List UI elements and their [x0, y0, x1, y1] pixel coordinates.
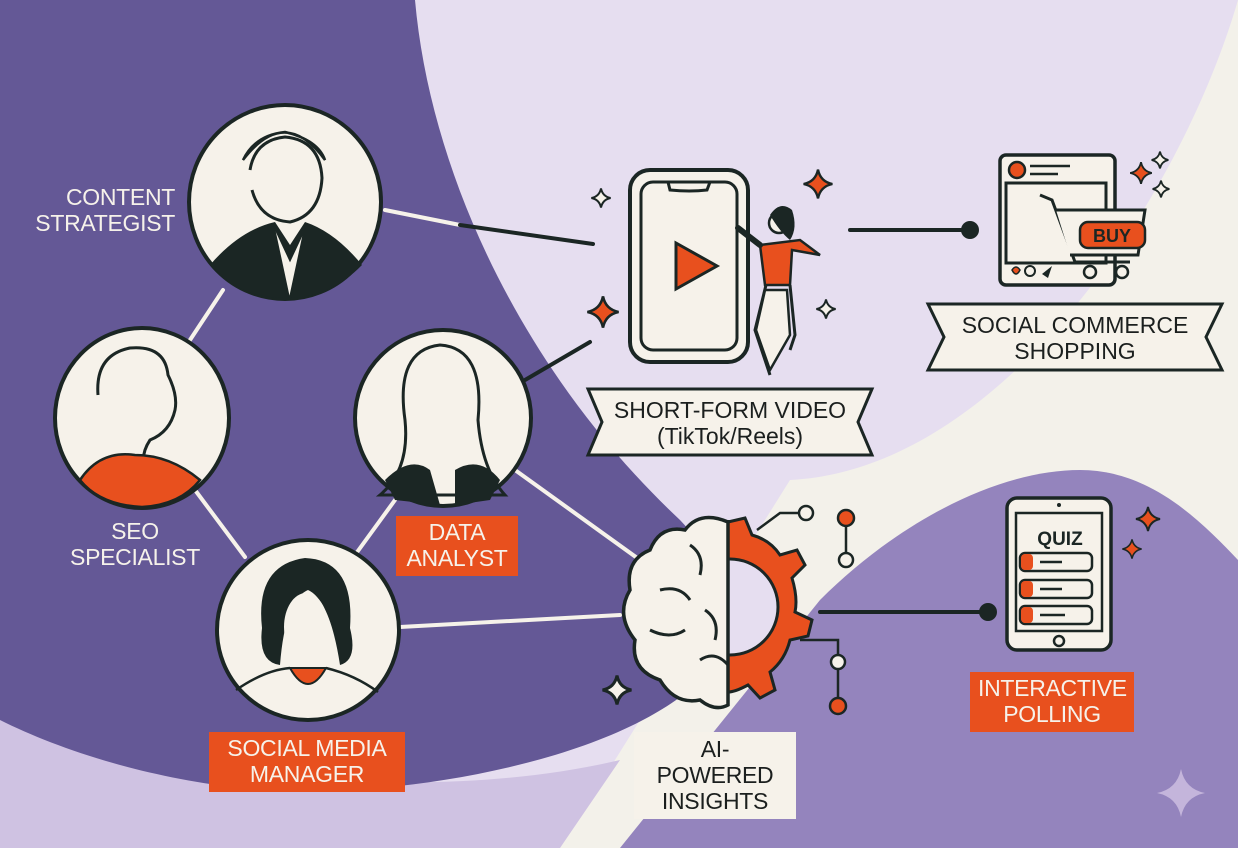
label-line: SHORT-FORM VIDEO	[613, 397, 847, 423]
label-line: CONTENT	[65, 184, 175, 210]
turtleneck-icon	[78, 453, 202, 509]
quiz-option[interactable]	[1018, 551, 1094, 573]
role-label-social-media-manager: SOCIAL MEDIA MANAGER	[209, 732, 405, 792]
background-pale-purple	[0, 700, 620, 848]
quiz-option[interactable]	[1018, 604, 1094, 626]
trend-label-ai-insights: AI-POWERED INSIGHTS	[634, 732, 796, 820]
role-label-seo-specialist: SEO SPECIALIST	[60, 518, 210, 571]
avatar-social-media-manager[interactable]	[215, 538, 401, 722]
banner-text: SHORT-FORM VIDEO (TikTok/Reels)	[588, 397, 872, 450]
label-line: SPECIALIST	[70, 543, 200, 570]
trend-label-interactive-polling: INTERACTIVE POLLING	[970, 672, 1134, 732]
avatar-data-analyst[interactable]	[353, 328, 533, 508]
label-line: SEO	[111, 518, 159, 544]
comment-icon	[1024, 265, 1036, 277]
label-line: STRATEGIST	[35, 209, 175, 236]
label-line: MANAGER	[249, 760, 365, 787]
connector-dot	[961, 221, 979, 239]
trend-connectors	[458, 223, 987, 614]
role-label-content-strategist: CONTENT STRATEGIST	[25, 184, 175, 237]
tablet-quiz-icon[interactable]: QUIZ	[1005, 496, 1113, 652]
quiz-title: QUIZ	[1037, 529, 1083, 550]
label-line: AI-POWERED	[656, 736, 774, 788]
banner-social-commerce	[925, 302, 1225, 372]
play-icon	[674, 240, 721, 292]
label-line: ANALYST	[406, 544, 508, 571]
label-line: INSIGHTS	[661, 787, 769, 814]
buy-button-label: BUY	[1093, 226, 1131, 246]
avatar-seo-specialist[interactable]	[53, 326, 231, 510]
phone-play-dancer-icon[interactable]	[628, 168, 821, 376]
heart-icon	[1011, 266, 1021, 275]
buy-button[interactable]	[1078, 220, 1147, 250]
role-connectors	[188, 208, 642, 629]
quiz-option[interactable]	[1018, 578, 1094, 600]
label-line: POLLING	[1003, 700, 1101, 727]
avatar-content-strategist[interactable]	[187, 103, 383, 301]
banner-short-form-video	[585, 387, 875, 457]
label-line: SHOPPING	[1014, 338, 1136, 365]
label-line: DATA	[428, 519, 486, 545]
label-line: INTERACTIVE	[978, 675, 1127, 701]
role-label-data-analyst: DATA ANALYST	[396, 516, 518, 576]
banner-text: SOCIAL COMMERCE SHOPPING	[928, 312, 1222, 365]
headband-icon	[241, 130, 327, 161]
shopping-cart-buy-icon[interactable]: BUY	[998, 153, 1147, 287]
label-line: SOCIAL MEDIA	[227, 735, 387, 761]
connector-dot	[979, 603, 997, 621]
trend-label-short-form-video: SHORT-FORM VIDEO (TikTok/Reels)	[588, 392, 872, 452]
label-line: SOCIAL COMMERCE	[961, 312, 1189, 338]
share-icon	[1042, 266, 1052, 278]
label-line: (TikTok/Reels)	[656, 423, 804, 450]
brain-gear-icon[interactable]	[621, 504, 856, 716]
trend-label-social-commerce: SOCIAL COMMERCE SHOPPING	[928, 307, 1222, 367]
